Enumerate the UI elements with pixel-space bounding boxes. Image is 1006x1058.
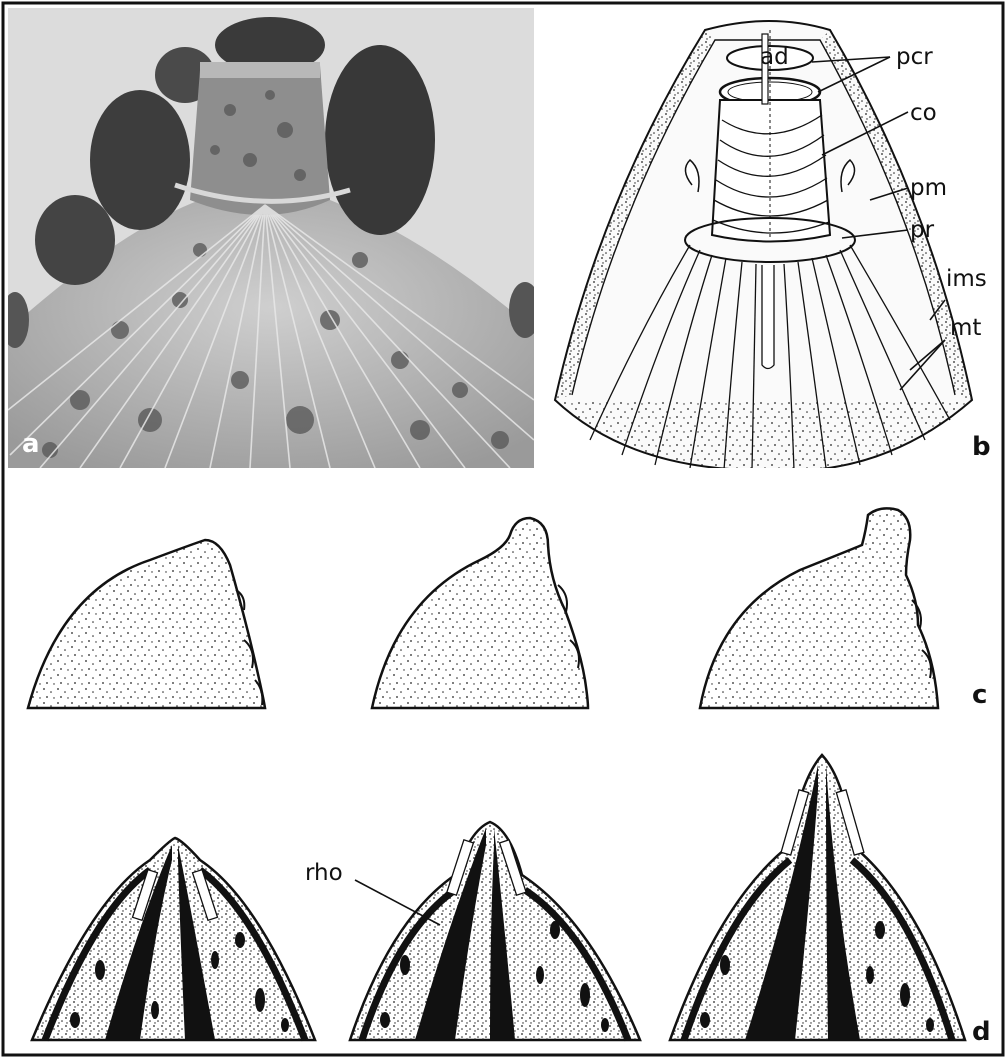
section-d3 bbox=[670, 755, 965, 1040]
label-co: co bbox=[910, 100, 937, 126]
label-ims: ims bbox=[946, 266, 987, 292]
section-d1 bbox=[32, 838, 315, 1040]
panel-a bbox=[1, 8, 541, 468]
panel-d-label: d bbox=[972, 1017, 991, 1047]
label-rho: rho bbox=[305, 860, 343, 886]
label-pm: pm bbox=[910, 175, 947, 201]
panel-c bbox=[28, 508, 938, 708]
panel-b-label: b bbox=[972, 432, 991, 462]
label-mt: mt bbox=[950, 315, 981, 341]
label-ad: ad bbox=[760, 44, 789, 70]
section-d2 bbox=[350, 822, 640, 1040]
label-pr: pr bbox=[910, 217, 935, 243]
panel-d bbox=[32, 755, 965, 1040]
label-pcr: pcr bbox=[896, 44, 933, 70]
panel-c-label: c bbox=[972, 680, 987, 710]
panel-a-label: a bbox=[22, 429, 40, 459]
panel-b bbox=[555, 21, 972, 471]
